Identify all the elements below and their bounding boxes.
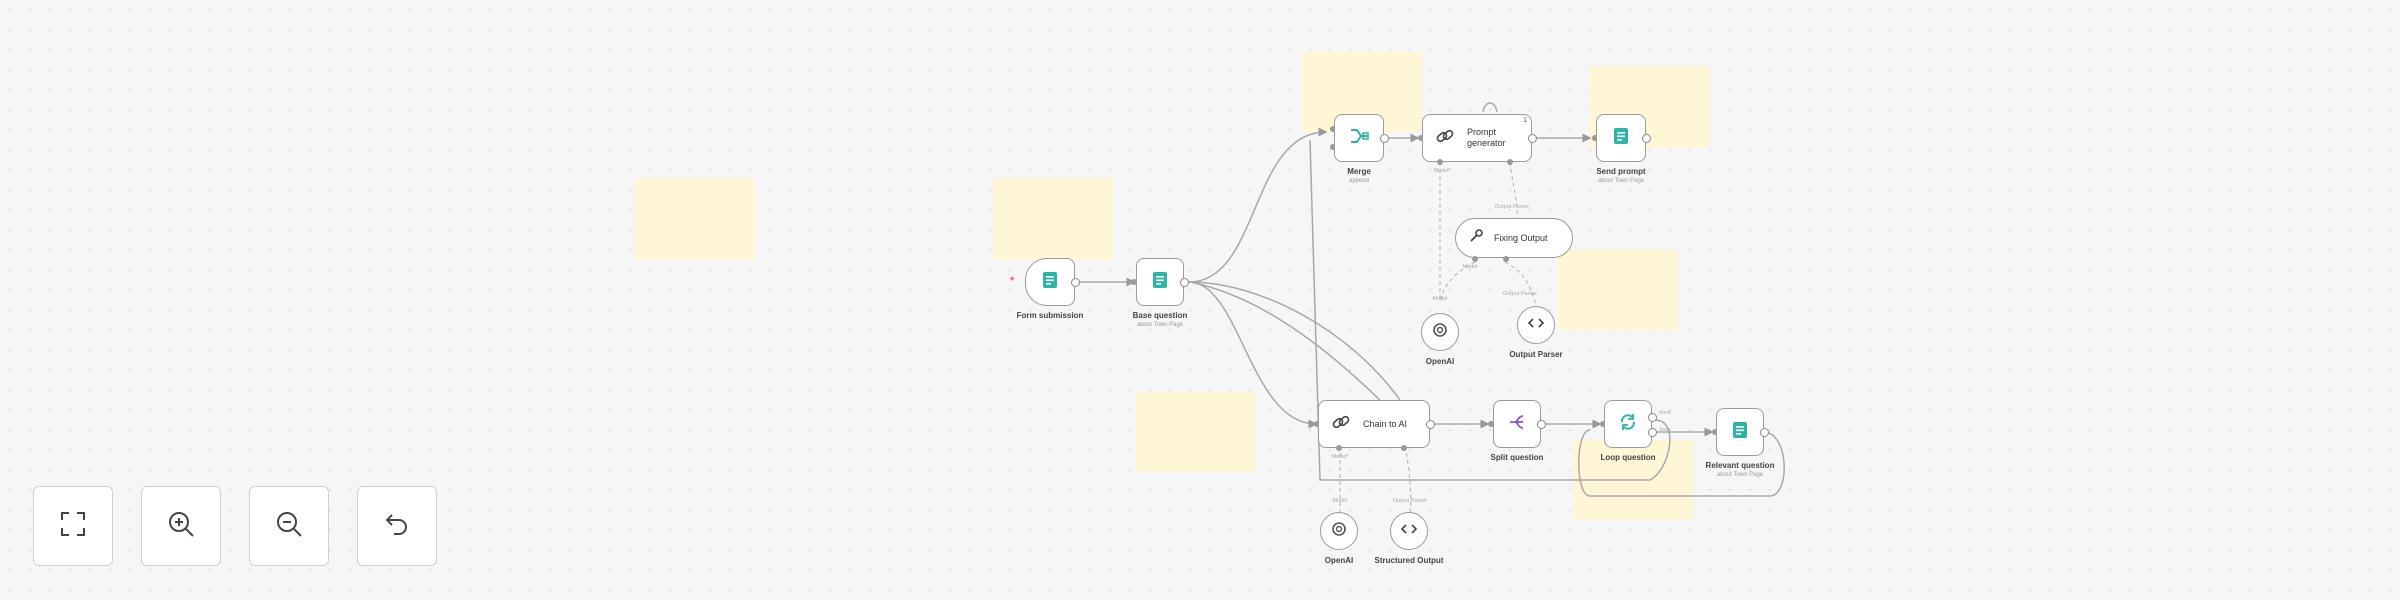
sticky-note[interactable]: [635, 178, 755, 260]
fit-view-icon: [58, 509, 88, 544]
send-prompt-node[interactable]: [1596, 114, 1646, 162]
input-port[interactable]: [1314, 421, 1320, 427]
relevant-question-node[interactable]: [1716, 408, 1764, 456]
output-parser-port[interactable]: [1503, 256, 1509, 262]
loop-port[interactable]: [1648, 428, 1657, 437]
loop-question-node[interactable]: [1604, 400, 1652, 448]
chain-ai-node[interactable]: Chain to AI: [1318, 400, 1430, 448]
node-label: Base question: [1132, 311, 1188, 320]
merge-icon: [1348, 125, 1370, 152]
node-label: Send prompt: [1596, 167, 1646, 176]
node-label: Structured Output: [1374, 556, 1444, 565]
node-subtitle: about Town Page: [1716, 472, 1764, 478]
openai-icon: [1330, 520, 1348, 543]
node-label: Form submission: [1016, 311, 1084, 320]
fixing-output-node[interactable]: Fixing Output: [1455, 218, 1573, 258]
undo-button[interactable]: [357, 486, 437, 566]
model-port[interactable]: [1472, 256, 1478, 262]
document-icon: [1149, 269, 1171, 296]
node-label: OpenAI: [1425, 357, 1455, 366]
document-icon: [1729, 419, 1751, 446]
zoom-out-button[interactable]: [249, 486, 329, 566]
input-port[interactable]: [1330, 126, 1336, 132]
port-label: Model: [1462, 264, 1478, 270]
output-port[interactable]: [1528, 134, 1537, 143]
model-port[interactable]: [1336, 445, 1342, 451]
node-title: Prompt generator: [1467, 127, 1506, 149]
form-icon: [1039, 269, 1061, 296]
port-label: Output Parser: [1502, 291, 1538, 297]
port-label: Model*: [1331, 454, 1349, 460]
chain-link-icon: [1331, 412, 1351, 437]
node-subtitle: about Town Page: [1597, 178, 1645, 184]
wrench-icon: [1468, 228, 1484, 249]
node-title-line: generator: [1467, 138, 1506, 148]
node-label: Merge: [1347, 167, 1371, 176]
fit-view-button[interactable]: [33, 486, 113, 566]
output-port[interactable]: [1380, 134, 1389, 143]
output-port[interactable]: [1180, 278, 1189, 287]
model-port[interactable]: [1437, 159, 1443, 165]
required-trigger-marker: *: [1010, 275, 1015, 287]
node-subtitle: append: [1348, 178, 1370, 184]
port-label: Model*: [1433, 168, 1451, 174]
node-title-line: Prompt: [1467, 127, 1497, 137]
loop-icon: [1617, 411, 1639, 438]
openai-icon: [1431, 321, 1449, 344]
prompt-generator-node[interactable]: Prompt generator 1: [1422, 114, 1532, 162]
node-badge: 1: [1523, 117, 1527, 124]
node-title: Chain to AI: [1363, 418, 1408, 429]
node-subtitle: about Town Page: [1136, 322, 1184, 328]
sticky-note[interactable]: [993, 178, 1113, 260]
output-port[interactable]: [1537, 420, 1546, 429]
node-label: Split question: [1490, 453, 1544, 462]
node-title: Fixing Output: [1494, 232, 1548, 243]
input-port[interactable]: [1592, 135, 1598, 141]
split-question-node[interactable]: [1493, 400, 1541, 448]
port-label: loop: [1659, 427, 1671, 433]
document-icon: [1610, 125, 1632, 152]
sticky-note[interactable]: [1573, 440, 1693, 520]
port-label: Model: [1432, 296, 1448, 302]
form-submission-node[interactable]: [1025, 258, 1075, 306]
port-label: done: [1658, 410, 1672, 416]
zoom-in-button[interactable]: [141, 486, 221, 566]
port-label: Output Parser: [1392, 498, 1428, 504]
input-port[interactable]: [1712, 429, 1718, 435]
input-port[interactable]: [1418, 135, 1424, 141]
output-parser-port[interactable]: [1401, 445, 1407, 451]
code-icon: [1527, 314, 1545, 337]
output-port[interactable]: [1760, 428, 1769, 437]
sticky-note[interactable]: [1558, 250, 1678, 330]
node-label: OpenAI: [1324, 556, 1354, 565]
output-parser-node[interactable]: [1517, 306, 1555, 344]
zoom-out-icon: [274, 509, 304, 544]
output-port[interactable]: [1071, 278, 1080, 287]
port-label: Output Parser: [1494, 204, 1530, 210]
undo-icon: [382, 509, 412, 544]
merge-node[interactable]: [1334, 114, 1384, 162]
input-port[interactable]: [1131, 279, 1137, 285]
port-label: Model: [1332, 498, 1348, 504]
node-label: Loop question: [1600, 453, 1656, 462]
input-port[interactable]: [1600, 421, 1606, 427]
openai-node[interactable]: [1320, 512, 1358, 550]
output-parser-port[interactable]: [1507, 159, 1513, 165]
openai-node[interactable]: [1421, 313, 1459, 351]
output-port[interactable]: [1642, 134, 1651, 143]
input-port[interactable]: [1330, 144, 1336, 150]
code-icon: [1400, 520, 1418, 543]
chain-link-icon: [1435, 126, 1455, 151]
zoom-in-icon: [166, 509, 196, 544]
base-question-node[interactable]: [1136, 258, 1184, 306]
done-port[interactable]: [1648, 413, 1657, 422]
split-icon: [1506, 411, 1528, 438]
input-port[interactable]: [1488, 421, 1494, 427]
node-label: Output Parser: [1509, 350, 1563, 359]
sticky-note[interactable]: [1135, 392, 1255, 472]
output-port[interactable]: [1426, 420, 1435, 429]
node-label: Relevant question: [1705, 461, 1775, 470]
structured-output-node[interactable]: [1390, 512, 1428, 550]
